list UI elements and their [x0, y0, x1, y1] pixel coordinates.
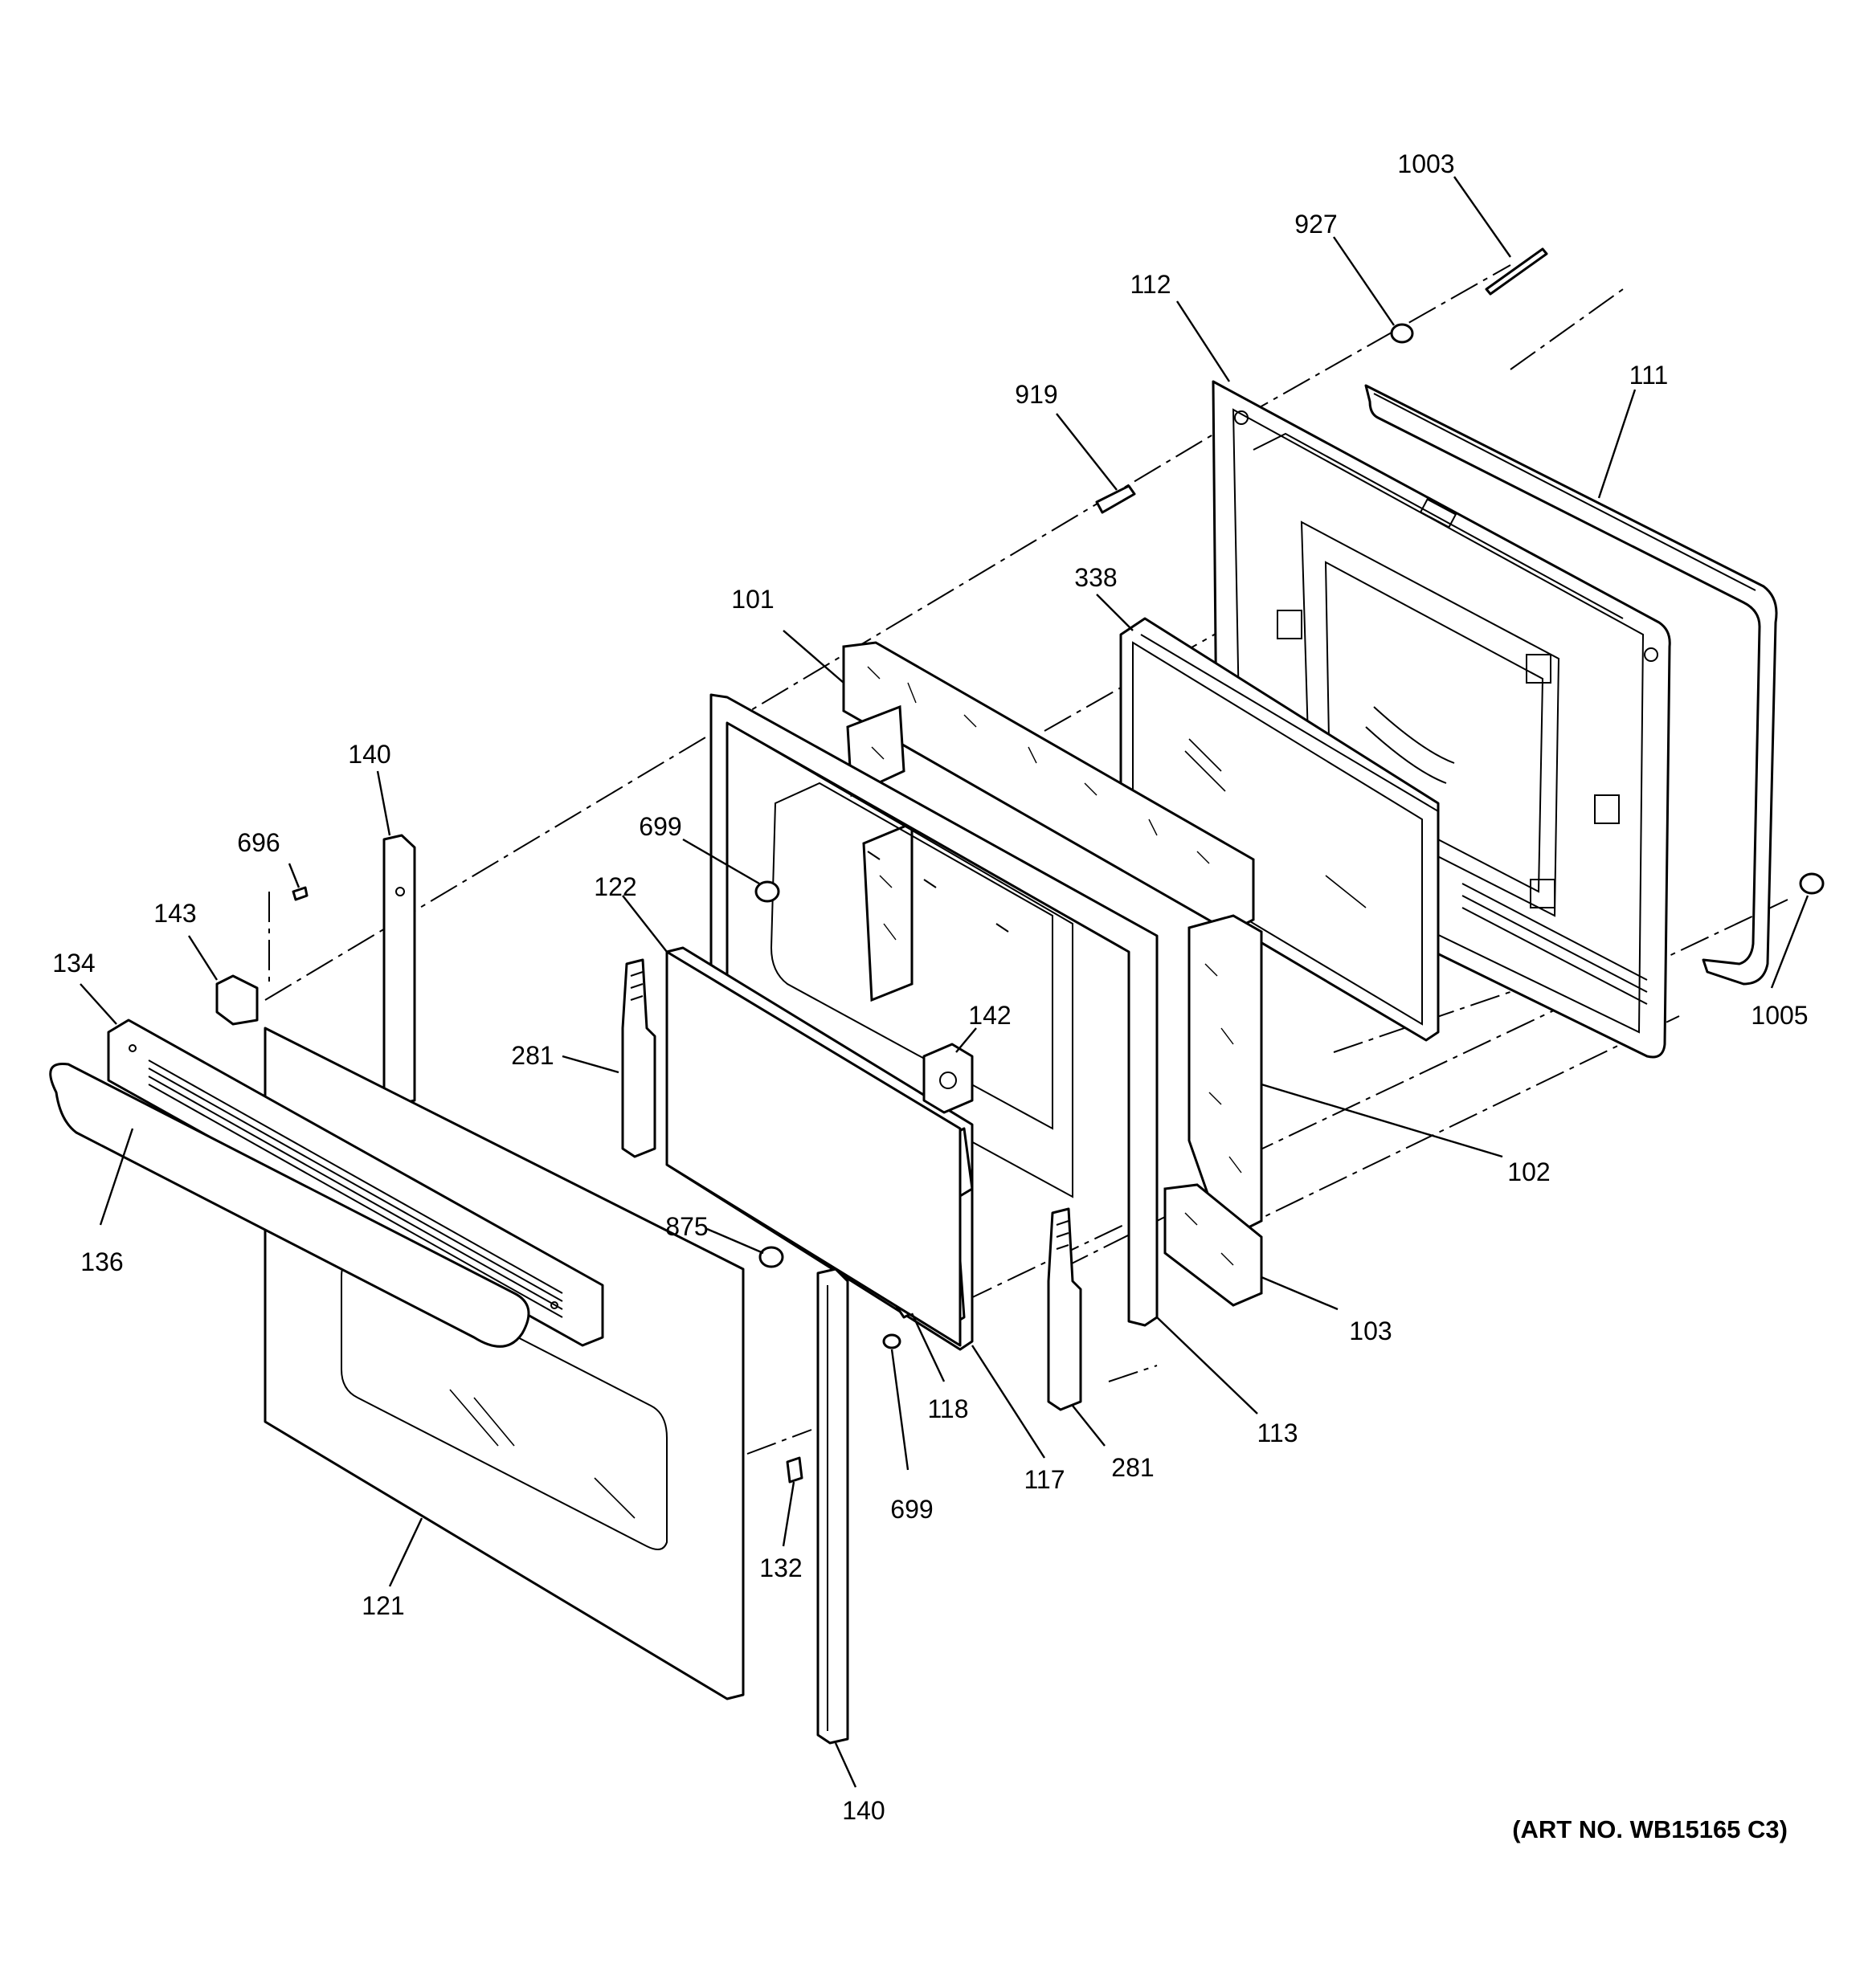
callout-142: 142: [968, 1001, 1011, 1030]
washer-927-part: [1390, 323, 1414, 344]
callout-338: 338: [1074, 563, 1117, 592]
callout-143: 143: [153, 899, 196, 928]
vent-trim-part: [107, 1018, 604, 1347]
hinge-left-part: [621, 958, 656, 1158]
callout-1005: 1005: [1751, 1001, 1808, 1030]
callout-696: 696: [237, 828, 280, 857]
callout-927: 927: [1294, 210, 1337, 239]
door-channel-left-part: [382, 834, 416, 1106]
callout-699-bottom: 699: [890, 1495, 933, 1524]
callout-140-bottom: 140: [842, 1796, 885, 1825]
callout-labels: 1003 927 112 111 919 338 101 140 696 699…: [52, 149, 1808, 1825]
stop-132-part: [786, 1456, 803, 1484]
callout-136: 136: [80, 1247, 123, 1276]
screw-1003-part: [1485, 247, 1548, 296]
outer-gasket-part: [1364, 384, 1778, 986]
art-number: (ART NO. WB15165 C3): [1512, 1815, 1788, 1843]
callout-112: 112: [1130, 270, 1171, 299]
callout-103: 103: [1349, 1316, 1392, 1345]
callout-281-right: 281: [1111, 1453, 1154, 1482]
screw-699-bottom-part: [882, 1333, 901, 1349]
bottom-insulation-part: [1163, 1183, 1263, 1307]
door-handle-part: [49, 1062, 530, 1348]
callout-919: 919: [1015, 380, 1057, 409]
callout-113: 113: [1257, 1419, 1298, 1447]
callout-102: 102: [1507, 1157, 1550, 1186]
bracket-part: [922, 1043, 974, 1114]
door-channel-right-part: [816, 1268, 849, 1745]
inner-door-glass-part: [665, 950, 962, 1347]
top-insulation-part: [842, 641, 1255, 1002]
callout-1003: 1003: [1397, 149, 1454, 178]
screw-696-part: [292, 886, 309, 901]
callout-132: 132: [759, 1553, 802, 1582]
screw-1005-part: [1799, 872, 1825, 895]
trim-bracket-part: [215, 974, 259, 1026]
callout-118: 118: [927, 1394, 968, 1423]
leader-lines: [80, 176, 1809, 1788]
callout-281-left: 281: [511, 1041, 554, 1070]
callout-101: 101: [731, 585, 774, 614]
callout-134: 134: [52, 949, 95, 978]
callout-122: 122: [594, 872, 636, 901]
screw-875-part: [758, 1246, 784, 1268]
hinge-right-part: [1047, 1207, 1082, 1411]
callout-699-top: 699: [639, 812, 681, 841]
side-insulation-part: [1187, 914, 1263, 1235]
callout-140-top: 140: [348, 740, 390, 769]
callout-117: 117: [1024, 1465, 1065, 1494]
screw-919-part: [1095, 484, 1136, 514]
callout-121: 121: [362, 1591, 404, 1620]
callout-111: 111: [1629, 361, 1669, 390]
screw-699-top-part: [754, 880, 780, 903]
callout-875: 875: [665, 1212, 708, 1241]
